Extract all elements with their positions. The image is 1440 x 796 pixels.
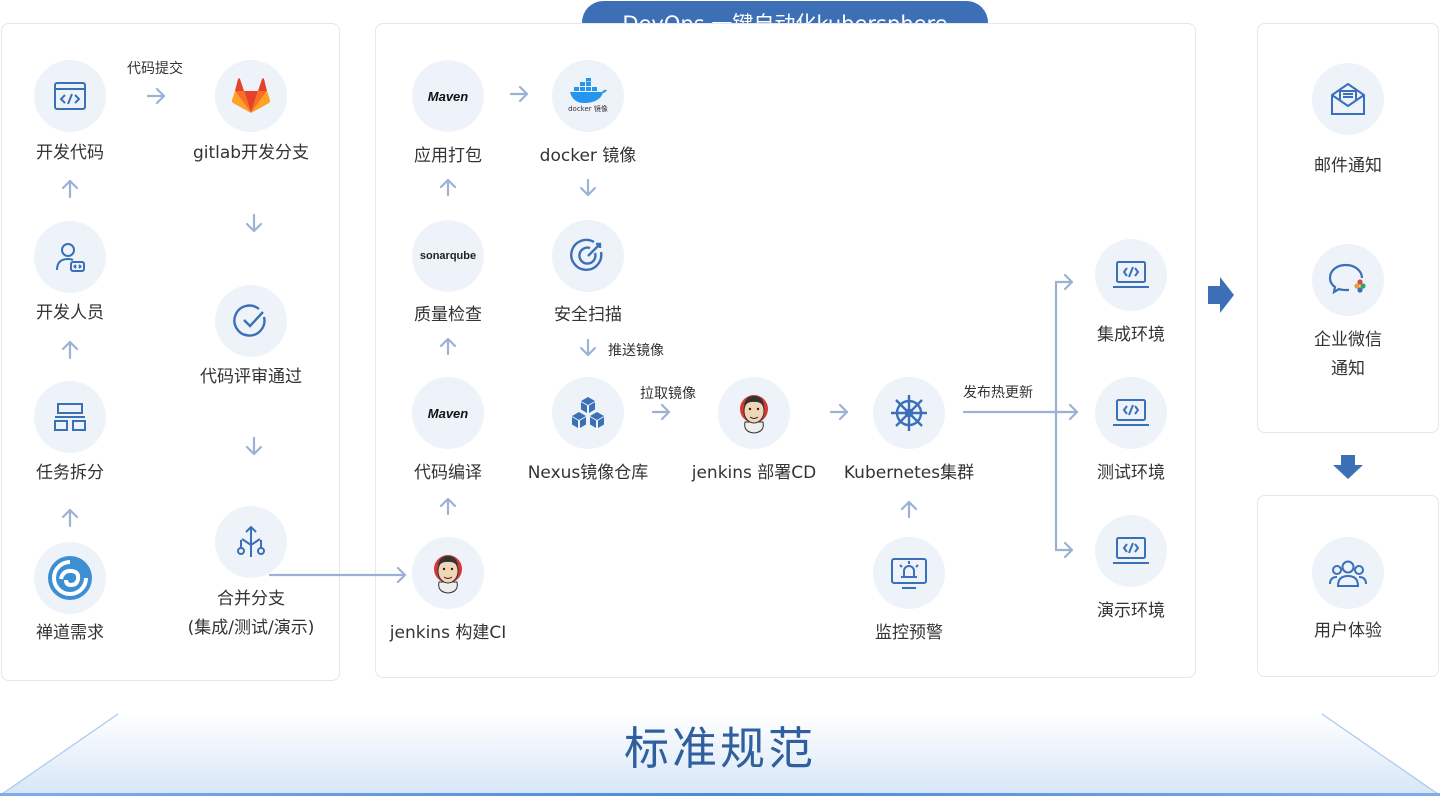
nexus-node: [552, 377, 624, 449]
env-test-node: [1095, 377, 1167, 449]
merge-node: [215, 506, 287, 578]
nexus-label: Nexus镜像仓库: [527, 463, 649, 483]
kubernetes-label: Kubernetes集群: [843, 463, 975, 483]
jenkins-cd-label: jenkins 部署CD: [691, 463, 817, 483]
main-panel: [375, 23, 1196, 678]
merge-branch-icon: [237, 525, 265, 557]
docker-whale-icon: [570, 78, 607, 103]
merge-subtitle: (集成/测试/演示): [187, 618, 315, 638]
merge-title: 合并分支: [216, 589, 285, 609]
jenkins-ci-node: [412, 537, 484, 609]
monitor-alarm-icon: [891, 558, 927, 589]
package-node: Maven: [412, 60, 484, 132]
zentao-node: [34, 542, 106, 614]
sonarqube-logo: sonarqube: [419, 250, 477, 262]
dev-code-node: [34, 60, 106, 132]
code-review-node: [215, 285, 287, 357]
developer-node: [34, 221, 106, 293]
code-window-icon: [54, 82, 86, 110]
monitor-label: 监控预警: [875, 623, 943, 643]
maven-logo: Maven: [427, 88, 469, 104]
mail-icon: [1331, 82, 1365, 115]
jenkins-ci-label: jenkins 构建CI: [389, 623, 507, 643]
security-scan-node: [552, 220, 624, 292]
zentao-label: 禅道需求: [36, 623, 104, 643]
docker-node: docker 镜像: [552, 60, 624, 132]
dev-code-label: 开发代码: [36, 143, 104, 163]
merge-label: 合并分支 (集成/测试/演示): [188, 585, 315, 643]
gitlab-icon: [231, 78, 271, 113]
docker-label: docker 镜像: [539, 146, 637, 166]
maven-logo-compile: Maven: [427, 405, 469, 421]
code-review-label: 代码评审通过: [200, 367, 302, 387]
wechat-notify-subtitle: 通知: [1331, 359, 1365, 379]
security-scan-icon: [570, 238, 603, 272]
jenkins-cd-node: [718, 377, 790, 449]
wechat-notify-node: [1312, 244, 1384, 316]
base-title: 标准规范: [623, 722, 817, 775]
push-image-label: 推送镜像: [608, 343, 664, 359]
jenkins-icon-ci: [434, 555, 462, 594]
env-integration-label: 集成环境: [1097, 325, 1165, 345]
wechat-notify-title: 企业微信: [1314, 330, 1382, 350]
email-notify-label: 邮件通知: [1314, 156, 1382, 176]
nexus-cubes-icon: [572, 397, 604, 428]
kubernetes-helm-icon: [891, 395, 927, 431]
wechat-notify-label: 企业微信 通知: [1314, 326, 1382, 384]
monitor-node: [873, 537, 945, 609]
developer-label: 开发人员: [36, 303, 104, 323]
package-label: 应用打包: [414, 146, 482, 166]
email-notify-node: [1312, 63, 1384, 135]
kubernetes-node: [873, 377, 945, 449]
docker-logo-text: docker 镜像: [568, 105, 608, 113]
compile-label: 代码编译: [414, 463, 482, 483]
user-experience-label: 用户体验: [1314, 621, 1382, 641]
gitlab-node: [215, 60, 287, 132]
quality-label: 质量检查: [414, 305, 482, 325]
task-split-icon: [54, 403, 86, 431]
task-split-label: 任务拆分: [36, 463, 104, 483]
laptop-code-icon: [1113, 537, 1149, 564]
base-platform: [0, 713, 1440, 796]
gitlab-label: gitlab开发分支: [192, 143, 310, 163]
zentao-icon: [48, 556, 92, 600]
wecom-icon: [1328, 263, 1366, 295]
developer-icon: [56, 243, 85, 272]
users-group-icon: [1329, 560, 1367, 587]
env-integration-node: [1095, 239, 1167, 311]
laptop-code-icon: [1113, 261, 1149, 288]
env-demo-label: 演示环境: [1097, 601, 1165, 621]
laptop-code-icon: [1113, 399, 1149, 426]
env-demo-node: [1095, 515, 1167, 587]
compile-node: Maven: [412, 377, 484, 449]
env-test-label: 测试环境: [1097, 463, 1165, 483]
hot-update-label: 发布热更新: [963, 385, 1033, 401]
jenkins-icon: [740, 395, 768, 434]
pull-image-label: 拉取镜像: [640, 386, 696, 402]
commit-label: 代码提交: [127, 61, 183, 77]
check-circle-icon: [233, 304, 266, 337]
task-split-node: [34, 381, 106, 453]
quality-node: sonarqube: [412, 220, 484, 292]
security-scan-label: 安全扫描: [554, 305, 622, 325]
user-experience-node: [1312, 537, 1384, 609]
